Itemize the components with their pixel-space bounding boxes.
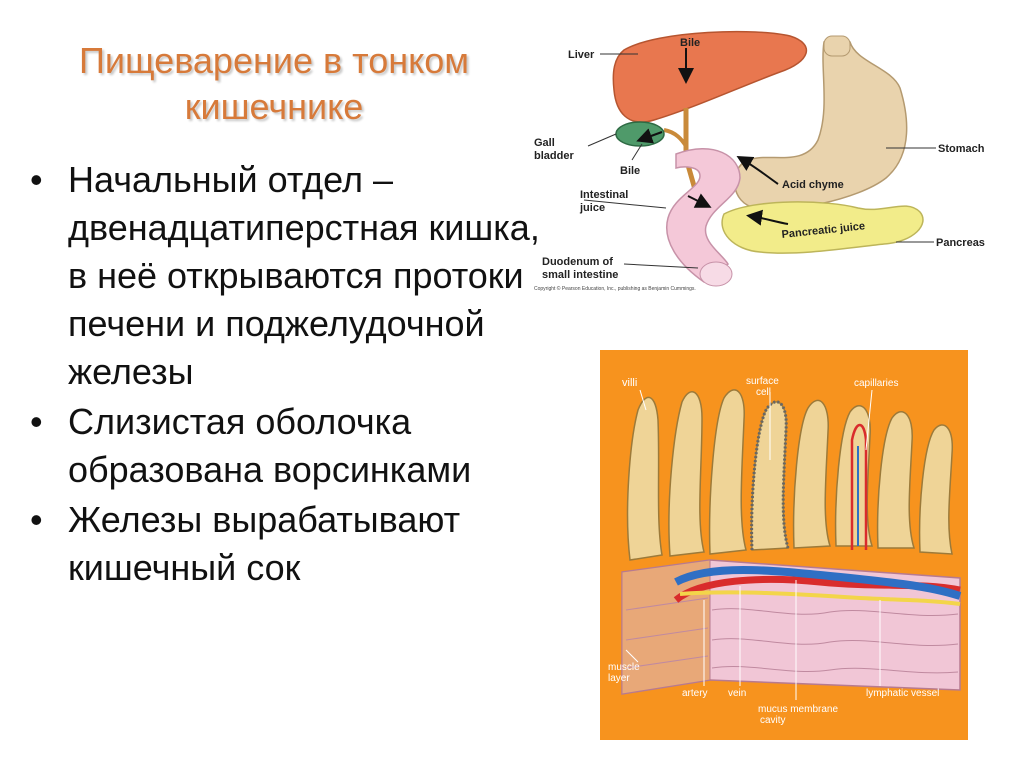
- label-capillaries: capillaries: [854, 378, 898, 389]
- label-liver: Liver: [568, 49, 595, 61]
- esophagus-shape: [823, 35, 851, 57]
- vein-vessel: [674, 566, 962, 600]
- label-lymphatic-vessel: lymphatic vessel: [866, 688, 939, 699]
- villi-cross-section-diagram: villi surface cell capillaries muscle la…: [600, 350, 968, 740]
- bile-arrow-gall: [636, 128, 663, 144]
- intestinal-juice-arrow: [687, 193, 712, 208]
- bullet-text: Слизистая оболочка образована ворсинками: [68, 401, 472, 490]
- liver-shape: [612, 30, 808, 123]
- label-muscle-layer-2: layer: [608, 673, 630, 684]
- villi-group: [626, 389, 953, 561]
- label-vein: vein: [728, 688, 746, 699]
- label-artery: artery: [682, 688, 708, 699]
- leader-lines: [583, 53, 936, 269]
- villi-leader-lines: [625, 389, 881, 700]
- acid-chyme-arrow: [736, 156, 779, 185]
- label-intestinal-juice-2: juice: [579, 202, 605, 214]
- label-duodenum-2: small intestine: [542, 269, 618, 281]
- surface-cell-layer: [750, 400, 790, 551]
- label-gall-bladder-1: Gall: [534, 137, 555, 149]
- digestive-organs-diagram: Liver Bile Gall bladder Bile Intestinal …: [534, 30, 985, 292]
- label-intestinal-juice-1: Intestinal: [580, 189, 628, 201]
- bullet-text: Начальный отдел – двенадцатиперстная киш…: [68, 159, 540, 392]
- duodenum-opening: [699, 261, 733, 287]
- capillary-network: [850, 423, 868, 550]
- label-cavity: cavity: [760, 715, 786, 726]
- bullet-glyph: •: [30, 401, 43, 442]
- label-copyright: Copyright © Pearson Education, Inc., pub…: [534, 285, 696, 292]
- bullet-item-glands: • Железы вырабатывают кишечный сок: [28, 496, 548, 592]
- bullet-glyph: •: [30, 159, 43, 200]
- slide-title: Пищеварение в тонком кишечнике: [78, 40, 470, 127]
- label-bile-bottom: Bile: [620, 165, 640, 177]
- bullet-item-duodenum: • Начальный отдел – двенадцатиперстная к…: [28, 156, 548, 396]
- bullet-list: • Начальный отдел – двенадцатиперстная к…: [28, 156, 548, 594]
- bullet-glyph: •: [30, 499, 43, 540]
- label-stomach: Stomach: [938, 143, 985, 155]
- label-duodenum-1: Duodenum of: [542, 256, 613, 268]
- label-bile-top: Bile: [680, 37, 700, 49]
- gall-duct: [663, 128, 688, 148]
- bullet-item-mucosa: • Слизистая оболочка образована ворсинка…: [28, 398, 548, 494]
- label-gall-bladder-2: bladder: [534, 150, 574, 162]
- bullet-text: Железы вырабатывают кишечный сок: [68, 499, 461, 588]
- label-surface-cell-1: surface: [746, 376, 779, 387]
- lymphatic-vessel-shape: [679, 590, 961, 606]
- muscle-texture: [625, 597, 959, 674]
- label-mucus-membrane: mucus membrane: [758, 704, 838, 715]
- label-pancreas: Pancreas: [936, 237, 985, 249]
- label-villi: villi: [622, 377, 637, 389]
- pancreatic-juice-arrow: [746, 209, 789, 226]
- label-acid-chyme: Acid chyme: [782, 179, 844, 191]
- label-muscle-layer-1: muscle: [608, 662, 640, 673]
- label-surface-cell-2: cell: [756, 387, 771, 398]
- block-side: [621, 559, 711, 695]
- pancreas-shape: [721, 201, 924, 254]
